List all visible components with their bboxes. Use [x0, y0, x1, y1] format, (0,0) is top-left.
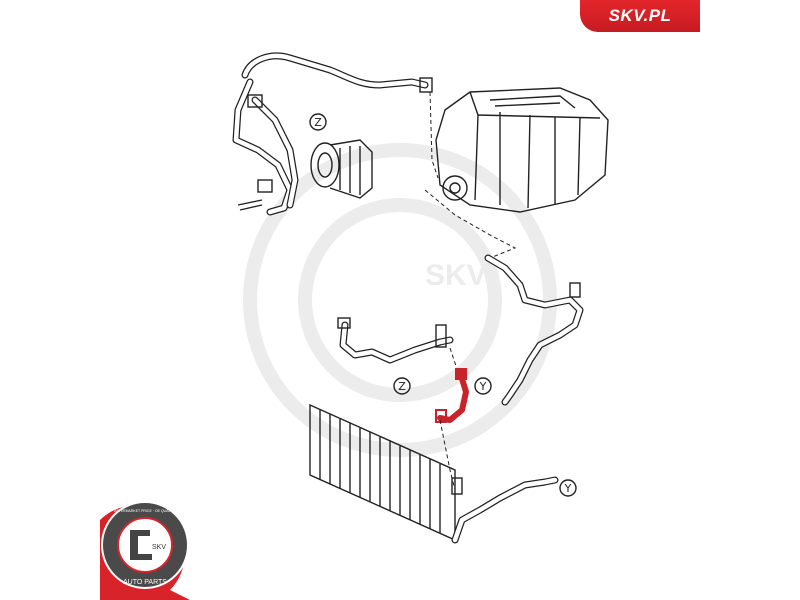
badge-ring-text: AFTERMARKET PRICE · OE QUALITY	[114, 509, 176, 513]
discharge-hose	[337, 317, 454, 364]
condenser	[309, 403, 463, 542]
badge-center-text: SKV	[152, 544, 166, 551]
svg-text:Y: Y	[564, 482, 572, 495]
watermark-text: SKV	[425, 259, 487, 292]
skv-logo[interactable]: SKV.PL	[580, 0, 700, 32]
compressor	[310, 139, 373, 199]
liquid-line-right	[484, 254, 584, 406]
liquid-pipe-lower	[451, 476, 559, 544]
skv-auto-parts-badge: SKV AUTO PARTS AFTERMARKET PRICE · OE QU…	[100, 501, 190, 600]
callout-y-middle: Y	[474, 377, 492, 395]
svg-text:Z: Z	[398, 380, 406, 393]
svg-text:Z: Z	[314, 116, 322, 129]
svg-text:Y: Y	[479, 380, 487, 393]
evaporator-unit	[435, 87, 609, 213]
badge-bottom-text: AUTO PARTS	[123, 579, 167, 586]
callout-y-bottom: Y	[559, 479, 577, 497]
suction-hose-upper	[232, 52, 433, 216]
callout-z-middle: Z	[393, 377, 411, 395]
highlighted-ac-hose[interactable]	[435, 368, 469, 423]
callout-z-top: Z	[309, 113, 327, 131]
